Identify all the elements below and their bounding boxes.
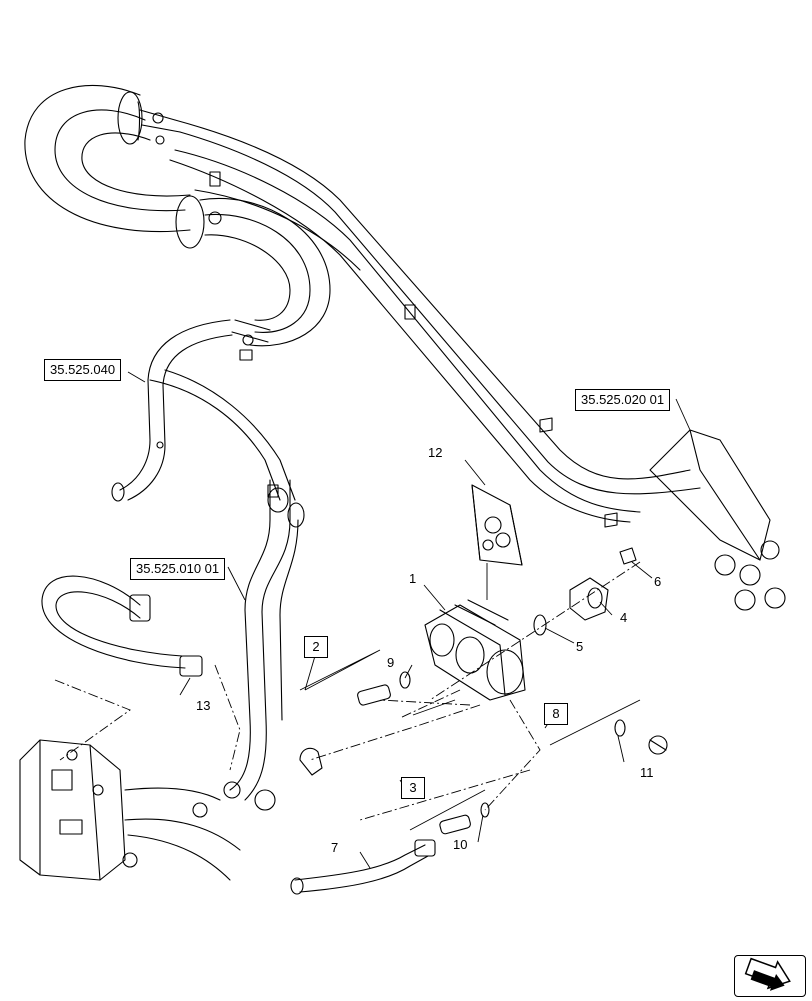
middle-hose-loop <box>175 195 331 347</box>
valve-block <box>19 739 276 881</box>
upper-hose-loop <box>24 85 191 233</box>
callout-6: 6 <box>654 574 662 589</box>
o-rings <box>399 614 626 818</box>
dash-dot-lines <box>54 561 641 821</box>
long-hoses-right <box>169 119 701 523</box>
fittings <box>299 684 668 835</box>
nav-button[interactable] <box>734 955 806 997</box>
seal-kit-bag <box>471 484 523 566</box>
callout-7: 7 <box>331 840 339 855</box>
callout-9: 9 <box>387 655 395 670</box>
callout-4: 4 <box>620 610 628 625</box>
callout-13: 13 <box>196 698 211 713</box>
callout-11: 11 <box>640 765 654 780</box>
kit-box-8: 8 <box>544 703 568 725</box>
ref-box-35-525-020-01[interactable]: 35.525.020 01 <box>575 389 671 411</box>
callout-12: 12 <box>428 445 443 460</box>
kit-box-3: 3 <box>401 777 425 799</box>
loose-hose-13 <box>41 575 203 677</box>
coupler-block <box>539 417 786 611</box>
ref-box-35-525-040[interactable]: 35.525.040 <box>44 359 122 381</box>
arrow-nav-icon <box>744 957 791 991</box>
left-hose-down <box>111 319 296 502</box>
ref-box-35-525-010-01[interactable]: 35.525.010 01 <box>130 558 226 580</box>
callout-10: 10 <box>453 837 468 852</box>
hose-7 <box>290 839 436 895</box>
pump-flange <box>569 547 637 621</box>
callout-5: 5 <box>576 639 584 654</box>
hose-clamps <box>209 171 416 498</box>
vertical-hoses <box>229 479 305 801</box>
kit-box-2: 2 <box>304 636 328 658</box>
callout-1: 1 <box>409 571 417 586</box>
hydraulic-pump <box>424 599 526 701</box>
